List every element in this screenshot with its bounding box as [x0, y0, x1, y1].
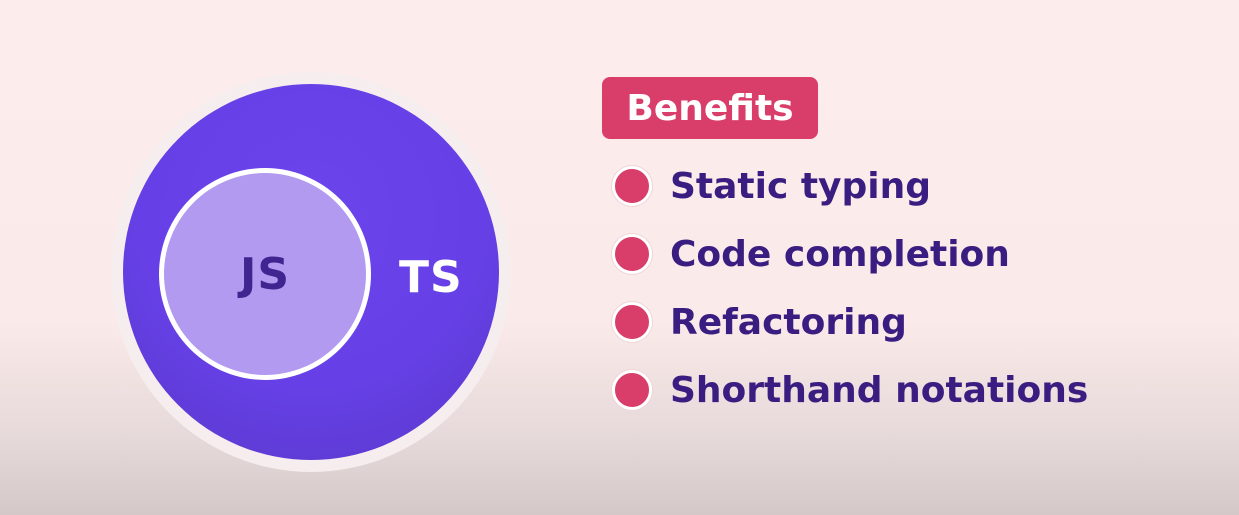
js-label: JS [239, 248, 291, 300]
ts-js-venn-diagram: JS TS [111, 72, 511, 472]
bullet-dot-icon [612, 234, 652, 274]
benefit-item: Code completion [612, 231, 1088, 277]
benefits-title-badge: Benefits [602, 77, 818, 139]
benefit-item: Static typing [612, 163, 1088, 209]
bullet-dot-icon [612, 302, 652, 342]
benefit-item: Refactoring [612, 299, 1088, 345]
benefit-label: Static typing [670, 165, 932, 207]
bullet-dot-icon [612, 166, 652, 206]
ts-label: TS [399, 252, 463, 303]
benefit-item: Shorthand notations [612, 367, 1088, 413]
benefit-label: Code completion [670, 233, 1010, 275]
benefit-label: Shorthand notations [670, 369, 1089, 411]
js-circle: JS [164, 173, 366, 375]
bullet-dot-icon [612, 370, 652, 410]
benefit-list: Static typing Code completion Refactorin… [612, 163, 1088, 435]
benefit-label: Refactoring [670, 301, 907, 343]
